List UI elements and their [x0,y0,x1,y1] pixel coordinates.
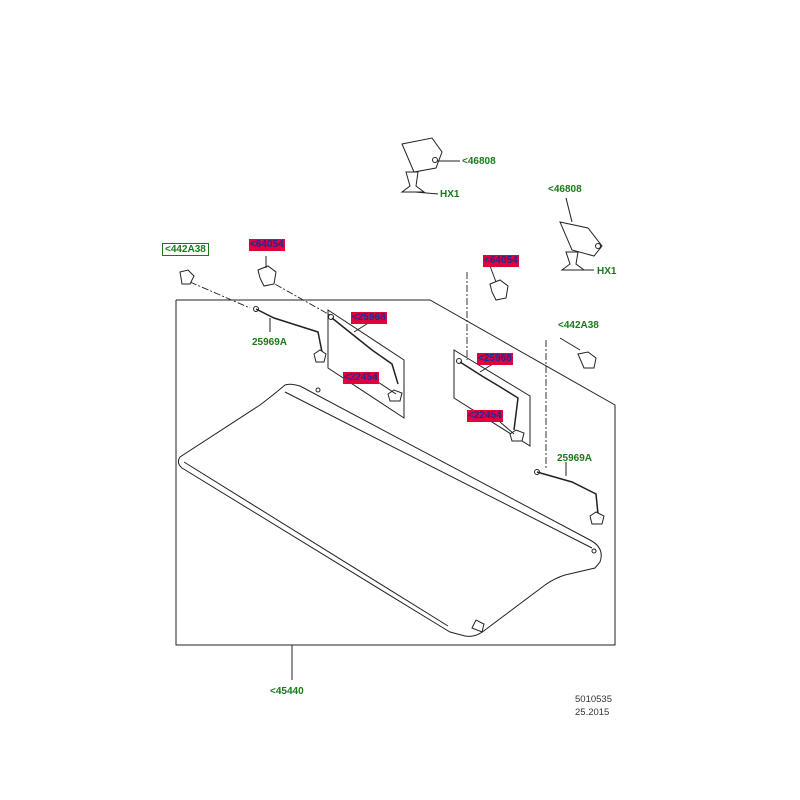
label-22454-left: <22454 [343,372,379,384]
shelf-hole-left [315,387,321,393]
strap-left [255,308,323,353]
stud-right [560,251,586,271]
strap-left-anchor [313,349,327,363]
label-442a38-left: <442A38 [162,243,209,256]
label-64054-right: <64054 [483,255,519,267]
label-25968-left: <25968 [351,312,387,324]
reference-number: 5010535 [575,694,612,705]
label-25968-right: <25968 [477,353,513,365]
label-hx1-top: HX1 [440,189,460,200]
label-22454-right: <22454 [467,410,503,422]
hinge-top [401,137,443,173]
bracket-plate-left [327,309,405,419]
clip-left [257,265,277,287]
shelf-front-edge [183,461,449,627]
label-64054-left: <64054 [249,239,285,251]
label-46808-top: <46808 [462,156,496,167]
grommet-left [387,389,403,402]
fastener-left [179,269,195,285]
stud-top [400,171,426,193]
enclosure-frame [175,299,616,646]
label-46808-right: <46808 [548,184,582,195]
grommet-right [509,429,525,442]
fastener-right [577,351,597,369]
label-25969a-left: 25969A [252,337,288,348]
parcel-shelf-panel [177,383,602,637]
label-442a38-right: <442A38 [558,320,599,331]
strap-right [536,471,599,515]
label-25969a-right: 25969A [557,453,593,464]
bracket-plate-right [453,349,531,447]
reference-date: 25.2015 [575,707,610,718]
shelf-top-edge [284,391,593,549]
shelf-hole-right [591,548,597,554]
hinge-right [559,221,603,257]
cable-left [331,317,399,385]
cable-right [459,361,519,431]
label-hx1-right: HX1 [597,266,617,277]
clip-right [489,279,509,301]
shelf-clip [471,619,485,633]
label-45440: <45440 [270,686,304,697]
strap-right-anchor [589,511,605,525]
